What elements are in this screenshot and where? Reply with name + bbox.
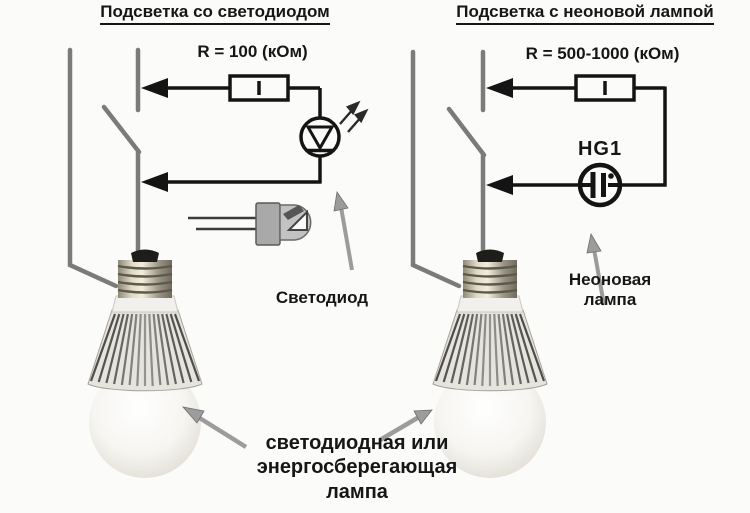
left-bulb-photo [86,248,204,480]
right-switch-symbol [446,49,487,260]
left-circuit [67,47,369,289]
led-photo [188,202,312,246]
left-bulb-annotation-arrow [181,406,248,449]
neon-lamp-designator: HG1 [577,138,623,160]
right-top-arrowhead [486,78,513,98]
left-resistor-branch [164,74,322,119]
neon-lamp-symbol [577,162,623,208]
right-resistor-value-label: R = 500-1000 (кОм) [525,44,680,63]
right-supply-wire [410,49,462,289]
right-bulb-annotation-arrow [378,409,433,442]
bulb-type-label: светодиодная или энергосберегающая лампа [256,432,458,503]
left-bottom-arrowhead [141,172,168,192]
neon-annotation-arrow [586,232,606,306]
left-return-branch [164,156,322,184]
light-emission-arrows-icon [339,100,369,133]
led-annotation-arrow [333,190,354,271]
neon-component-label: Неоновая лампа [568,270,652,310]
left-top-arrowhead [141,78,168,98]
left-panel-title: Подсветка со светодиодом [60,2,370,26]
left-supply-wire [67,47,119,289]
right-resistor-branch [509,74,667,187]
right-circuit [410,49,667,306]
right-panel-title: Подсветка с неоновой лампой [425,2,745,26]
left-switch-symbol [101,47,142,260]
left-resistor-value-label: R = 100 (кОм) [197,42,308,61]
led-component-label: Светодиод [275,288,369,307]
right-bottom-arrowhead [486,175,513,195]
led-symbol [299,116,341,158]
